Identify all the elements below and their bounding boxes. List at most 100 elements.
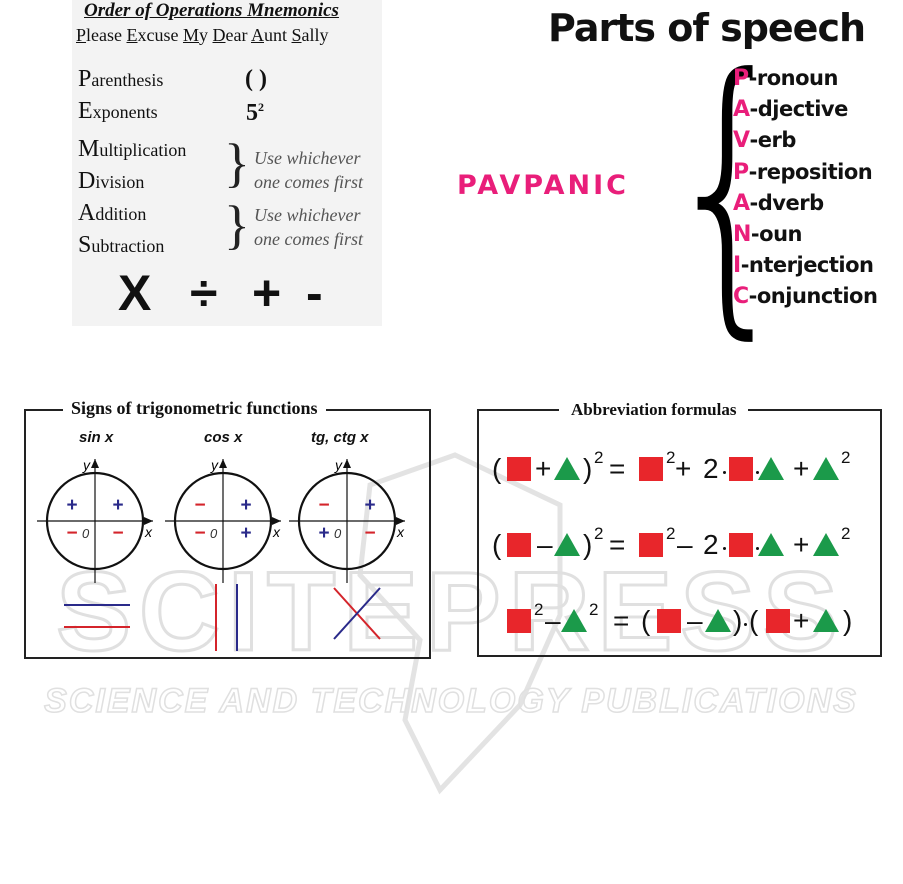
x-axis-arrow-icon [396, 517, 405, 525]
multiply-dot [723, 547, 726, 550]
abbreviation-formulas-panel: Abbreviation formulas (+)2=2+2+2(–)2=2–2… [477, 400, 882, 657]
pos-item-noun: N-oun [733, 222, 802, 247]
exponent: 2 [666, 524, 676, 543]
triangle-b [813, 457, 839, 480]
x-axis-label: x [272, 524, 281, 540]
y-axis-arrow-icon [343, 459, 351, 468]
triangle-b [705, 609, 731, 632]
ooo-title: Order of Operations Mnemonics [84, 0, 339, 21]
plus-operator: + [252, 265, 282, 321]
square-a [507, 609, 531, 633]
ooo-row-subtraction: Subtraction [78, 232, 165, 258]
origin-label: 0 [334, 526, 342, 541]
mnemonic-word: Sally [291, 25, 329, 45]
sign-q3: − [194, 523, 205, 544]
plus-sign: + [675, 453, 692, 484]
pos-item-preposition: P-reposition [733, 160, 873, 185]
y-axis-arrow-icon [91, 459, 99, 468]
minus-sign: – [687, 605, 703, 636]
triangle-b [758, 457, 784, 480]
order-of-operations-panel: Order of Operations Mnemonics Please Exc… [72, 0, 382, 326]
sign-q1: + [112, 495, 123, 516]
square-a [766, 609, 790, 633]
ooo-row-exponents: Exponents [78, 98, 158, 124]
multiply-dot [723, 471, 726, 474]
coefficient: 2 [703, 529, 719, 560]
multiply-dot [756, 471, 759, 474]
minus-sign: – [545, 605, 561, 636]
open-paren: ( [492, 453, 502, 484]
pos-item-conjunction: C-onjunction [733, 284, 878, 309]
trig-diagrams: yx0++−−yx0+−−+yx0+−+− [37, 457, 405, 651]
y-axis-arrow-icon [219, 459, 227, 468]
sign-q2: − [318, 495, 329, 516]
pos-item-adjective: A-djective [733, 97, 848, 122]
x-axis-label: x [396, 524, 405, 540]
ooo-row-multiplication: Multiplication [78, 136, 187, 162]
parts-of-speech-title: Parts of speech [548, 6, 866, 50]
multiply-operator: X [118, 265, 152, 321]
sign-q4: − [112, 523, 123, 544]
equals-sign: = [609, 529, 626, 560]
triangle-b [758, 533, 784, 556]
pos-item-adverb: A-dverb [733, 191, 824, 216]
exponent: 2 [841, 448, 851, 467]
watermark-subtitle: SCIENCE AND TECHNOLOGY PUBLICATIONS [44, 682, 858, 720]
ooo-row-addition: Addition [78, 200, 147, 226]
exponent: 2 [841, 524, 851, 543]
exponent-symbol: 52 [246, 100, 264, 126]
triangle-b [554, 457, 580, 480]
minus-sign: – [677, 529, 693, 560]
y-axis-label: y [334, 457, 343, 473]
x-axis-label: x [144, 524, 153, 540]
origin-label: 0 [210, 526, 218, 541]
trig-signs-panel: Signs of trigonometric functions sin x c… [24, 398, 431, 659]
close-paren: ) [583, 453, 593, 484]
ooo-row-parenthesis: Parenthesis [78, 66, 164, 92]
exponent: 2 [594, 448, 604, 467]
multiply-dot [756, 547, 759, 550]
sign-q2: − [194, 495, 205, 516]
square-a [729, 457, 753, 481]
square-a [507, 457, 531, 481]
minus-sign: – [537, 529, 553, 560]
ooo-mnemonic: Please Excuse My Dear Aunt Sally [76, 25, 329, 46]
mnemonic-word: Please [76, 25, 122, 45]
divide-operator: ÷ [190, 265, 218, 321]
tg-ctg-label: tg, ctg x [311, 429, 369, 446]
triangle-b [561, 609, 587, 632]
coefficient: 2 [703, 453, 719, 484]
y-axis-label: y [82, 457, 91, 473]
plus-sign: + [535, 453, 552, 484]
square-a [729, 533, 753, 557]
tg-positive-line [333, 587, 381, 640]
triangle-b [813, 609, 839, 632]
sign-q4: + [240, 523, 251, 544]
equals-sign: = [609, 453, 626, 484]
open-paren: ( [749, 605, 759, 636]
pos-item-verb: V-erb [733, 128, 796, 153]
sign-q4: − [364, 523, 375, 544]
sin-label: sin x [79, 429, 114, 446]
parenthesis-symbol: ( ) [245, 66, 267, 92]
square-a [639, 533, 663, 557]
y-axis-label: y [210, 457, 219, 473]
origin-label: 0 [82, 526, 90, 541]
exponent: 2 [666, 448, 676, 467]
exponent: 2 [594, 524, 604, 543]
sign-q3: + [318, 523, 329, 544]
brace-icon: } [224, 195, 250, 255]
plus-sign: + [793, 453, 810, 484]
x-axis-arrow-icon [272, 517, 281, 525]
mnemonic-word: Aunt [251, 25, 288, 45]
minus-operator: - [306, 265, 323, 321]
x-axis-arrow-icon [144, 517, 153, 525]
mnemonic-word: Dear [212, 25, 248, 45]
close-paren: ) [583, 529, 593, 560]
sign-q2: + [66, 495, 77, 516]
sign-q1: + [364, 495, 375, 516]
close-paren: ) [733, 605, 743, 636]
